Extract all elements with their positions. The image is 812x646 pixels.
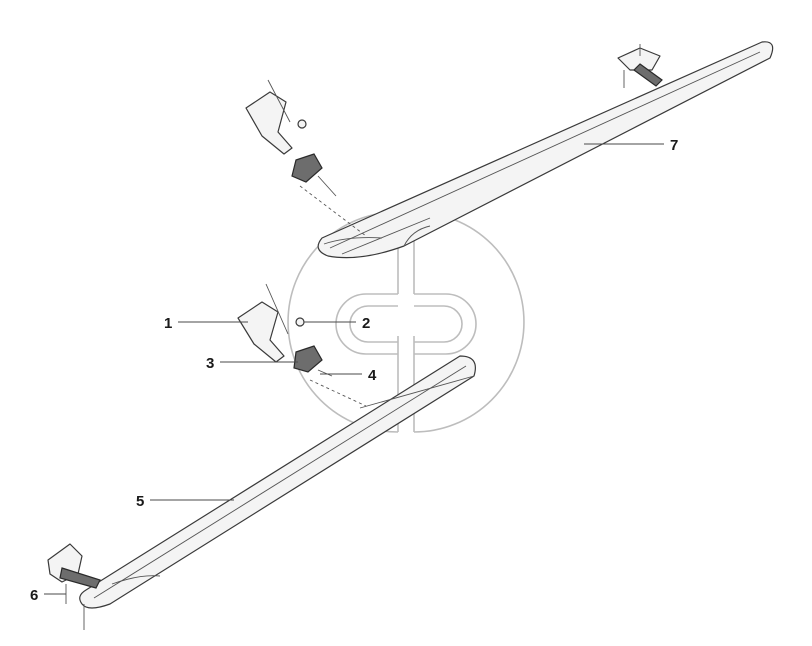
callout-1: 1 [164,315,172,332]
upper-bracket-assembly [245,79,367,237]
front-mount-bracket [47,543,101,630]
callout-4: 4 [368,367,377,384]
side-step-rail-7 [317,41,774,259]
side-step-rail-5 [79,355,476,609]
callout-2: 2 [362,315,370,332]
callout-leaders [44,143,664,595]
callout-3: 3 [206,355,214,372]
callout-6: 6 [30,587,38,604]
watermark-logo [287,211,525,433]
callout-5: 5 [136,493,144,510]
callout-labels: 1 2 3 4 5 6 7 [30,137,678,604]
rear-mount-bracket [617,44,663,88]
lower-bracket-assembly [237,283,367,407]
callout-7: 7 [670,137,678,154]
